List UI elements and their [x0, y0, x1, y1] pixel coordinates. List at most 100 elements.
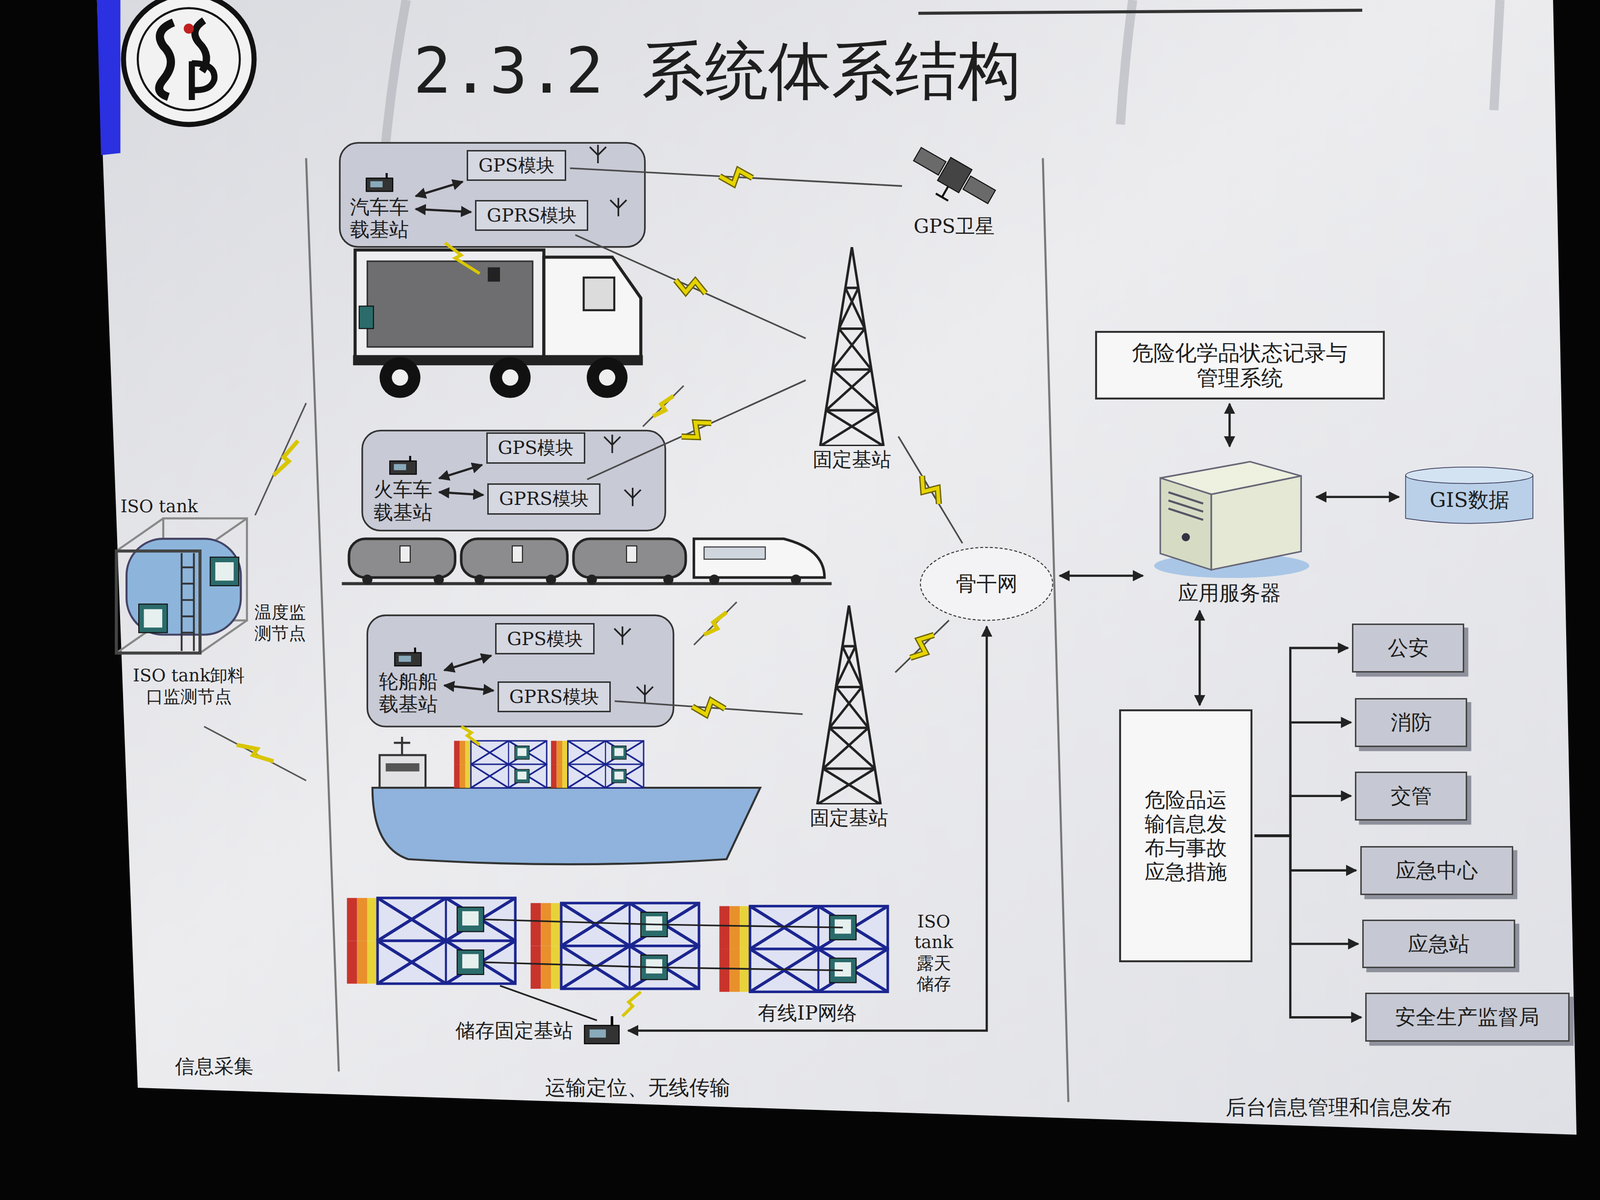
node-text: 储存固定基站 [455, 1019, 574, 1043]
wireless-link-part [273, 440, 299, 476]
train-part [461, 538, 568, 578]
projector-streak-part [1494, 0, 1500, 111]
fixed-base-station: 固定基站 [806, 602, 892, 832]
station-icon-part [589, 1029, 606, 1038]
ship-part [453, 764, 547, 788]
node-text: GPRS模块 [486, 204, 577, 227]
backbone-network: 骨干网 [917, 545, 1056, 623]
module-box: GPS模块 [495, 623, 595, 654]
system-box: 危险化学品状态记录与管理系统 [1095, 330, 1385, 400]
connector [415, 181, 463, 197]
connector-line [570, 168, 902, 186]
lightning-bolt [681, 422, 712, 438]
ship-part [385, 763, 420, 772]
truck-part [501, 369, 519, 386]
slide-title: 2.3.2 系统体系结构 [413, 32, 1022, 109]
tower-icon-part [820, 247, 884, 447]
gps-satellite: GPS卫星 [906, 137, 1003, 241]
module-group-part [339, 142, 645, 247]
connector [1316, 496, 1400, 498]
agency-box: 应急中心 [1360, 846, 1514, 896]
module-group [339, 142, 674, 727]
connector [1254, 835, 1356, 871]
node-text: 火车车载基站 [373, 477, 434, 524]
edge-label: 有线IP网络 [754, 1001, 861, 1025]
slide-bar [97, 0, 121, 155]
station-icon [581, 1015, 623, 1046]
connector-line [575, 234, 806, 339]
connector-line [895, 620, 949, 673]
tower-icon [813, 605, 885, 805]
antenna-symbol [589, 145, 653, 704]
wireless-link [587, 380, 806, 480]
ship-part [394, 736, 411, 755]
wireless-link [575, 234, 806, 339]
storage-containers-part [483, 919, 844, 971]
connector [1254, 722, 1351, 836]
node-text: GPS模块 [506, 627, 583, 650]
text-label: 温度监测节点 [252, 601, 307, 644]
connector-line [1059, 574, 1144, 577]
node-text: 固定基站 [809, 806, 889, 830]
train-part [703, 547, 766, 560]
application-server: 应用服务器 [1147, 450, 1313, 607]
lightning-bolt [910, 634, 934, 658]
wireless-link-part [461, 726, 480, 745]
ship-part [453, 740, 547, 765]
connector [1254, 796, 1351, 836]
fixed-base-station: 固定基站 [809, 245, 895, 474]
station-icon-part [370, 181, 383, 188]
logo-part [183, 23, 195, 34]
connector-line [415, 209, 472, 213]
lightning-bolt [681, 422, 712, 438]
satellite-icon [908, 139, 1000, 213]
antenna-symbol-part [614, 626, 631, 645]
node-text: 交管 [1390, 783, 1432, 809]
iso-tank [116, 518, 247, 653]
text-label: ISO tank卸料口监测节点 [127, 665, 250, 707]
server-icon [1148, 451, 1312, 579]
train-part [663, 574, 674, 585]
module-group-part [367, 615, 674, 727]
antenna-symbol-part [589, 145, 606, 164]
module-box: GPS模块 [466, 150, 566, 181]
connector [1199, 610, 1200, 706]
projector-streak-part [385, 0, 407, 143]
node-text: 轮船船载基站 [377, 670, 439, 716]
projector-streak-part [1120, 0, 1133, 125]
node-text: 应急站 [1407, 931, 1470, 957]
train-part [474, 574, 485, 585]
station-icon-part [584, 1025, 620, 1044]
wireless-link [898, 436, 963, 544]
wireless-link [614, 700, 803, 715]
module-box: GPRS模块 [475, 200, 589, 231]
truck-part [391, 369, 408, 386]
iso-tank-part [126, 538, 241, 635]
header-rule [918, 10, 1363, 14]
wireless-link-part [703, 612, 727, 635]
wireless-link-part [254, 402, 306, 516]
agency-box: 应急站 [1362, 919, 1516, 969]
node-text: 消防 [1390, 710, 1432, 735]
connector-line [898, 436, 963, 544]
station-icon [364, 173, 395, 194]
truck-part [583, 277, 615, 311]
database-cylinder-part [1405, 467, 1534, 484]
lightning-bolt [910, 634, 934, 658]
ship-part [550, 740, 644, 765]
connector [415, 209, 472, 213]
vehicle-base-station: 汽车车载基站 [347, 171, 412, 244]
train-part [341, 582, 832, 586]
text-label: 后台信息管理和信息发布 [1225, 1095, 1452, 1120]
satellite-icon-part [908, 142, 999, 213]
wireless-link [895, 620, 949, 673]
station-icon-part [385, 173, 388, 178]
train-part [573, 538, 686, 578]
truck [352, 250, 643, 399]
node-text: 汽车车载基站 [349, 195, 410, 242]
train-part [512, 546, 523, 563]
slide-ground [97, 0, 1577, 1135]
connector-line [415, 181, 463, 197]
train-part [790, 574, 801, 585]
